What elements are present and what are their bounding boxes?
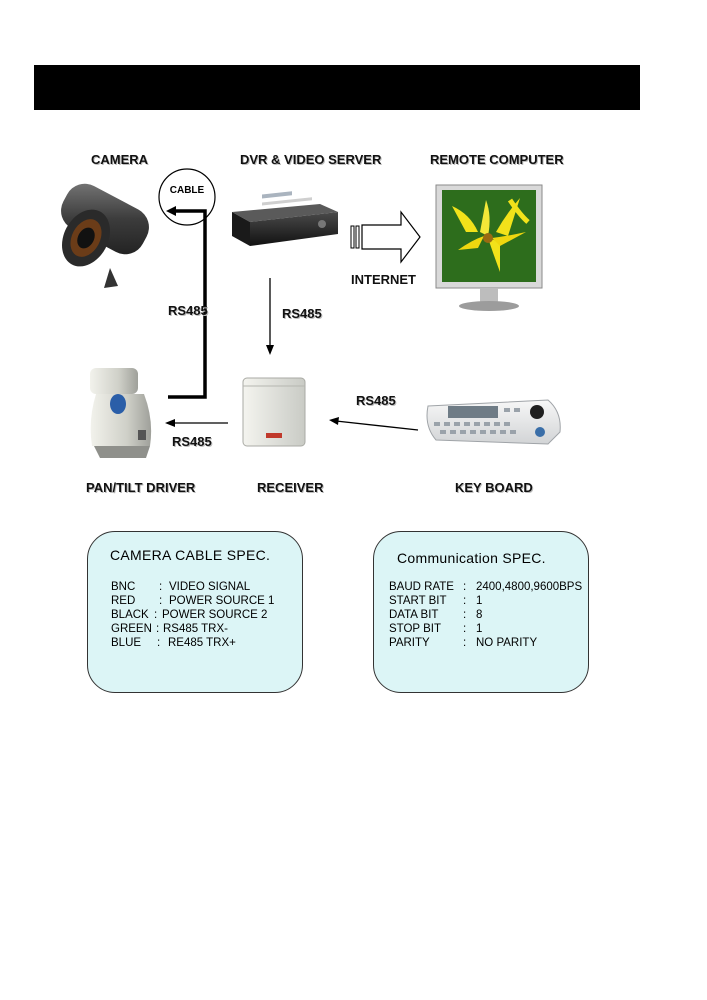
keyboard-label: KEY BOARD [455,480,533,495]
camera-spec-title: CAMERA CABLE SPEC. [110,547,271,563]
system-diagram: CABLE INTERNET [61,168,561,458]
rs485-dvr-label: RS485 [282,306,322,321]
camera-label: CAMERA [91,152,149,167]
keyboard-icon [426,399,561,445]
camera-icon [61,183,149,288]
monitor-icon [435,184,543,311]
dvr-label: DVR & VIDEO SERVER [240,152,382,167]
internet-label: INTERNET [351,272,416,287]
communication-spec-box: Communication SPEC. BAUD RATE : 2400,480… [373,531,589,693]
dvr-icon [232,191,338,246]
remote-computer-label: REMOTE COMPUTER [430,152,564,167]
cable-line [168,209,207,399]
internet-arrow [350,210,421,264]
cable-label: CABLE [170,185,205,196]
dvr-to-receiver-arrowhead [266,345,274,355]
rs485-cable-label: RS485 [168,303,208,318]
cable-arrowhead [166,206,176,216]
receiver-icon [242,377,306,447]
pan-tilt-driver-icon [90,368,152,458]
rs485-keyboard-label: RS485 [356,393,396,408]
receiver-to-pantilt-arrowhead [165,419,175,427]
camera-cable-spec-box: CAMERA CABLE SPEC. BNC : VIDEO SIGNAL RE… [87,531,303,693]
rs485-pantilt-label: RS485 [172,434,212,449]
communication-spec-title: Communication SPEC. [397,550,546,566]
keyboard-to-receiver-arrowhead [329,417,339,425]
header-bar [34,65,640,110]
pan-tilt-label: PAN/TILT DRIVER [86,480,196,495]
lily-flower-icon [452,198,530,272]
receiver-label: RECEIVER [257,480,324,495]
